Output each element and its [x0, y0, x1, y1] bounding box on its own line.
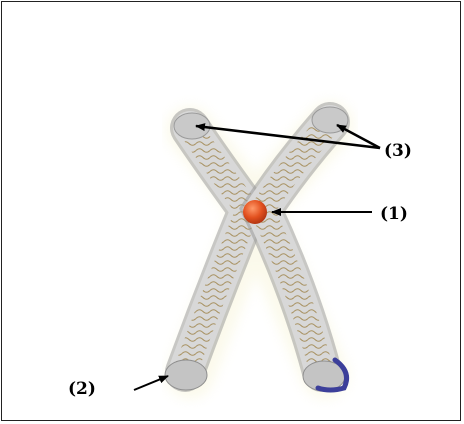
label-telomere: (2): [68, 379, 96, 399]
orange-dot-icon: [243, 200, 267, 224]
label-centromere: (1): [380, 204, 408, 224]
telomere-bottom-left: [165, 360, 207, 390]
arrow-2: [134, 376, 168, 390]
label-chromatid: (3): [384, 141, 412, 161]
